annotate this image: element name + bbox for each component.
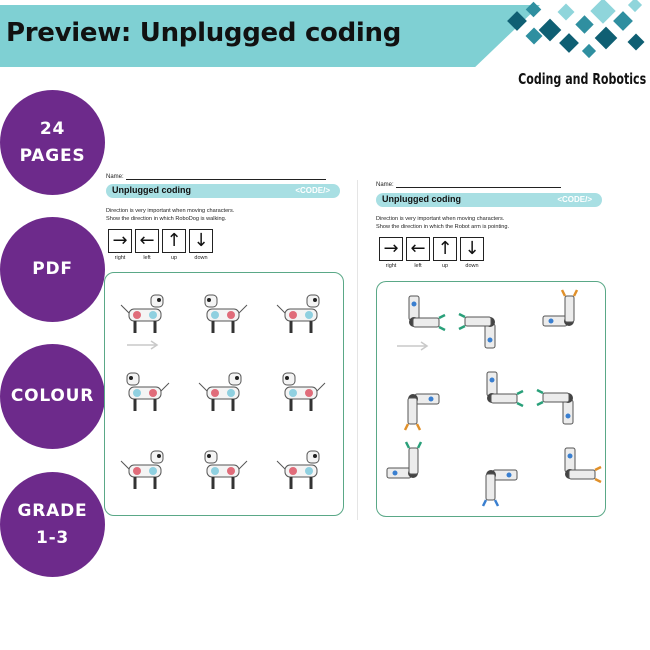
instruction-text: Direction is very important when moving … [106,208,235,222]
robot-dog-grid [104,272,344,516]
code-tag: <CODE/> [557,195,592,204]
robot-dog-icon [276,450,320,489]
badge-grade-range: 1-3 [35,527,70,548]
robot-arm-icon [386,441,423,479]
robot-dog-icon [204,450,248,489]
robot-arm-icon [536,388,574,425]
badge-pages: 24 PAGES [0,90,105,195]
direction-arrows: → ← ↑ ↓ [108,229,213,253]
arrow-label: right [114,255,126,261]
worksheet-title-bar: Unplugged coding <CODE/> [106,184,340,198]
badge-format-label: PDF [32,259,73,280]
worksheet-title: Unplugged coding [112,185,191,195]
example-arrow-icon [127,340,159,350]
arrow-up-icon: ↑ [162,229,186,253]
robot-arm-icon [408,295,446,332]
arrow-down-icon: ↓ [460,237,484,261]
robot-dog-icon [198,372,242,411]
badge-colour-label: COLOUR [10,386,95,407]
arrow-label: down [194,255,208,261]
header-banner [0,5,540,67]
robot-dog-icon [120,294,164,333]
name-field-label: Name: [106,174,326,180]
name-field-label: Name: [376,182,561,188]
robot-arm-icon [403,393,440,431]
direction-labels: right left up down [379,263,484,269]
arrow-label: up [441,263,449,269]
arrow-left-icon: ← [135,229,159,253]
badge-grade: GRADE 1-3 [0,472,105,577]
badge-colour: COLOUR [0,344,105,449]
robot-dog-icon [120,450,164,489]
robot-dog-figures [120,294,326,489]
arrow-label: down [465,263,479,269]
arrow-label: left [143,255,151,261]
robot-arm-figures [386,289,602,507]
badge-grade-label: GRADE [17,501,88,522]
robot-arm-icon [458,312,496,349]
robot-dog-icon [282,372,326,411]
arrow-right-icon: → [379,237,403,261]
direction-arrows: → ← ↑ ↓ [379,237,484,261]
arrow-down-icon: ↓ [189,229,213,253]
worksheet-title: Unplugged coding [382,194,461,204]
page-title: Preview: Unplugged coding [6,18,402,48]
diamond-logo-icon [507,0,645,59]
arrow-label: right [385,263,397,269]
page-divider [357,180,358,520]
arrow-label: left [414,263,422,269]
example-arrow-icon [397,341,429,351]
arrow-left-icon: ← [406,237,430,261]
robot-arm-icon [542,289,579,327]
robot-arm-grid [376,281,606,517]
robot-arm-icon [481,469,518,507]
code-tag: <CODE/> [295,186,330,195]
badge-pages-count: 24 [39,119,66,140]
robot-dog-icon [276,294,320,333]
instruction-text: Direction is very important when moving … [376,216,510,230]
robot-dog-icon [204,294,248,333]
robot-arm-icon [486,371,524,408]
badge-pages-label: PAGES [19,145,86,166]
arrow-right-icon: → [108,229,132,253]
direction-labels: right left up down [108,255,213,261]
brand-name: Coding and Robotics [517,70,646,88]
badge-format: PDF [0,217,105,322]
robot-dog-icon [126,372,170,411]
worksheet-title-bar: Unplugged coding <CODE/> [376,193,602,207]
robot-arm-icon [564,447,602,484]
arrow-label: up [170,255,178,261]
arrow-up-icon: ↑ [433,237,457,261]
